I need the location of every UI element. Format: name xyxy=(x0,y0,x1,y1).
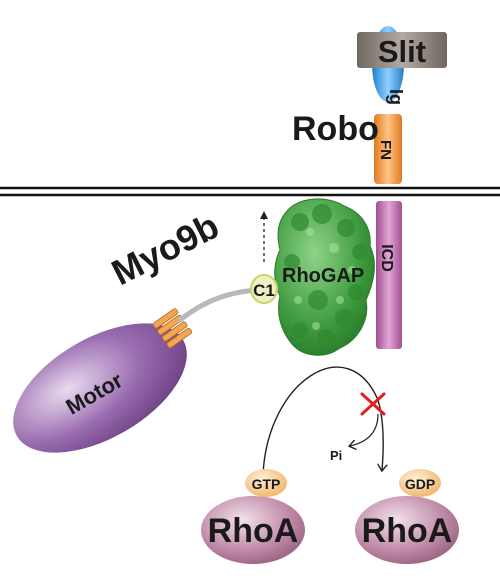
pi-release-arrow: Pi xyxy=(330,413,379,463)
fn-label: FN xyxy=(377,140,394,160)
gdp-label: GDP xyxy=(405,476,435,492)
icd-label: ICD xyxy=(378,244,395,272)
pi-label: Pi xyxy=(330,448,342,463)
rhogap-domain: RhoGAP xyxy=(274,198,375,356)
slit-label: Slit xyxy=(378,34,426,69)
motor-domain: Motor xyxy=(13,323,187,453)
cell-membrane xyxy=(0,186,500,197)
neck-iq-motifs xyxy=(152,308,193,349)
c1-label: C1 xyxy=(253,281,275,300)
robo-fn-domain: FN xyxy=(374,114,402,184)
gtp-hydrolysis-arrow xyxy=(262,366,383,475)
slit-ligand: Slit xyxy=(357,32,447,69)
rhoa-gdp: GDP RhoA xyxy=(355,469,459,564)
c1-domain: C1 xyxy=(250,274,278,304)
myo9b-tail xyxy=(177,287,259,323)
rhogap-label: RhoGAP xyxy=(282,265,364,287)
gtp-label: GTP xyxy=(252,476,281,492)
rhoa-left-label: RhoA xyxy=(208,512,299,550)
myo9b-label: Myo9b xyxy=(105,205,225,293)
ig-label: Ig xyxy=(386,89,406,105)
robo-icd-domain: ICD xyxy=(376,201,402,349)
inhibition-x-icon xyxy=(360,392,386,416)
rhoa-gtp: GTP RhoA xyxy=(201,469,305,564)
rhoa-right-label: RhoA xyxy=(362,512,453,550)
robo-label: Robo xyxy=(292,110,379,148)
